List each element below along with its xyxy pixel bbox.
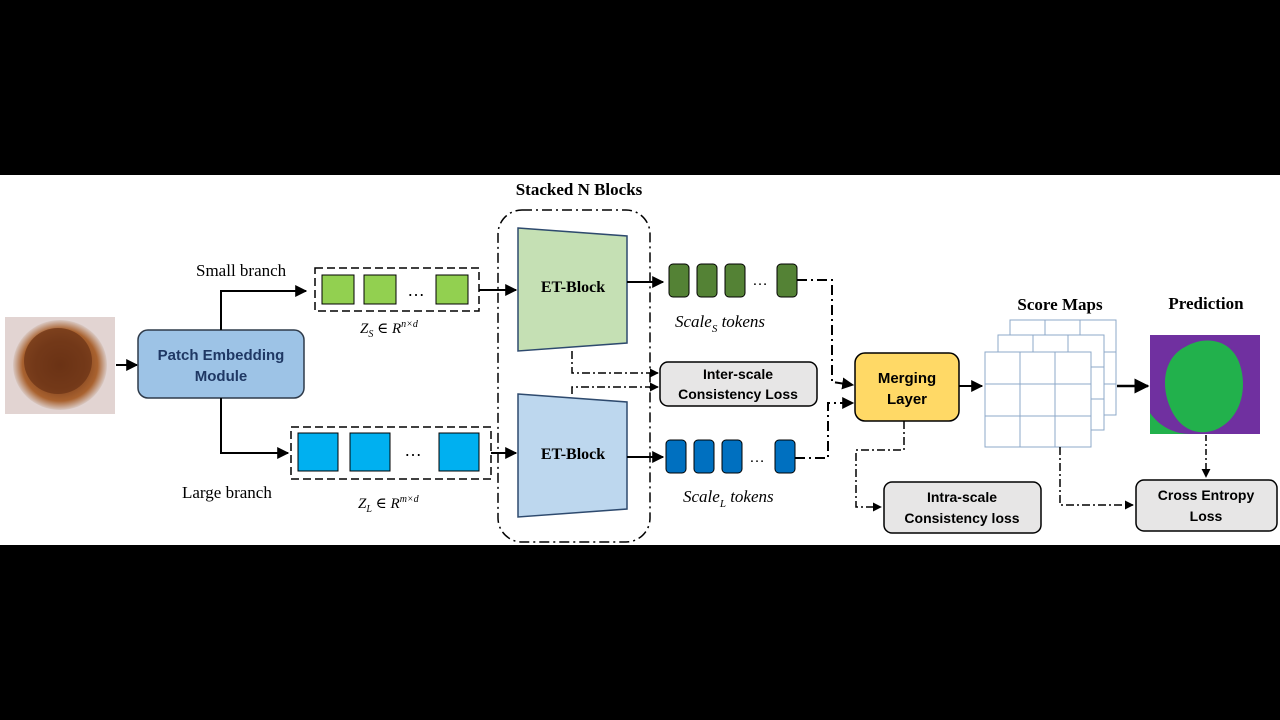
prediction-label: Prediction: [1168, 294, 1244, 313]
score-maps-label: Score Maps: [1017, 295, 1103, 314]
patch-embedding-label-2: Module: [195, 368, 248, 385]
large-token-group: [290, 426, 492, 480]
et-block-small-label: ET-Block: [541, 279, 605, 296]
prediction-mask: [1150, 335, 1260, 434]
large-token-ellipsis: …: [404, 440, 422, 460]
skin-lesion-image: [5, 317, 115, 414]
cross-entropy-loss: [1135, 479, 1278, 532]
large-branch-label: Large branch: [182, 483, 272, 502]
intra-scale-label-2: Consistency loss: [904, 510, 1019, 526]
scale-s-token: [724, 263, 746, 298]
small-equation: ZS ∈ Rn×d: [360, 319, 419, 340]
inter-scale-label-1: Inter-scale: [703, 366, 773, 382]
large-token: [349, 432, 391, 472]
small-token: [363, 274, 397, 305]
score-maps-stack: [984, 319, 1117, 448]
scale-l-token: [721, 439, 743, 474]
scale-s-ellipsis: …: [752, 272, 768, 289]
small-branch-label: Small branch: [196, 261, 287, 280]
inter-scale-loss: [659, 361, 818, 407]
et-block-large: [517, 393, 628, 518]
architecture-diagram: Stacked N Blocks Patch Embedding Module …: [5, 180, 1278, 543]
intra-scale-label-1: Intra-scale: [927, 489, 997, 505]
inter-scale-label-2: Consistency Loss: [678, 386, 798, 402]
scale-l-label: ScaleL tokens: [683, 487, 774, 510]
merging-layer: [854, 352, 960, 422]
scale-l-token: [774, 439, 796, 474]
scale-s-token: [776, 263, 798, 298]
merging-label-1: Merging: [878, 370, 936, 387]
large-token: [297, 432, 339, 472]
patch-embedding-module: [137, 329, 305, 399]
et-block-large-label: ET-Block: [541, 446, 605, 463]
scale-l-token: [665, 439, 687, 474]
large-token: [438, 432, 480, 472]
merging-label-2: Layer: [887, 391, 927, 408]
scale-s-label: ScaleS tokens: [675, 312, 765, 335]
small-token-ellipsis: …: [407, 280, 425, 300]
intra-scale-loss: [883, 481, 1042, 534]
cross-entropy-label-1: Cross Entropy: [1158, 487, 1255, 503]
small-token: [435, 274, 469, 305]
scale-s-token: [668, 263, 690, 298]
et-block-small: [517, 227, 628, 352]
stacked-blocks-title: Stacked N Blocks: [516, 180, 643, 199]
scale-l-ellipsis: …: [749, 449, 765, 466]
patch-embedding-label-1: Patch Embedding: [158, 347, 285, 364]
small-token: [321, 274, 355, 305]
scale-l-token: [693, 439, 715, 474]
large-equation: ZL ∈ Rm×d: [358, 494, 420, 515]
diagram-panel: Stacked N Blocks Patch Embedding Module …: [0, 175, 1280, 545]
cross-entropy-label-2: Loss: [1190, 508, 1223, 524]
scale-s-token: [696, 263, 718, 298]
